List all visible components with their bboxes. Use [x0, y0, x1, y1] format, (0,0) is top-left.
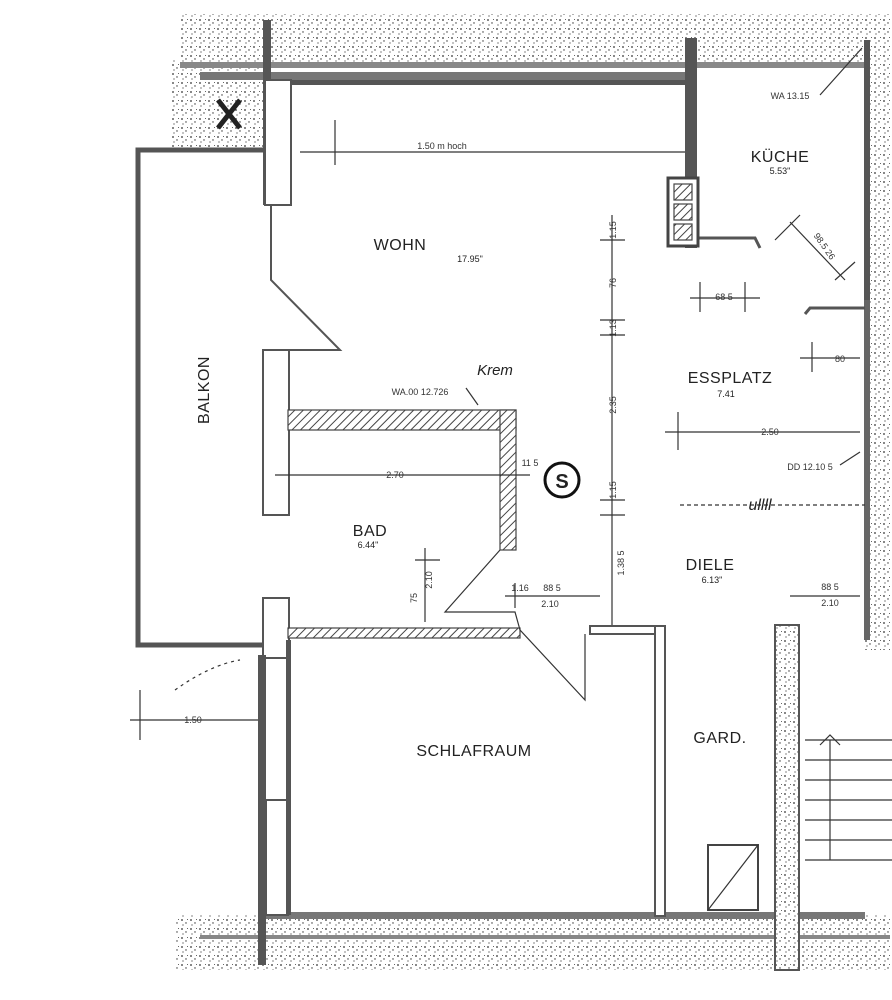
dim-210-door: 2.10	[541, 599, 559, 609]
dim-235: 2.35	[608, 396, 618, 414]
note-wohn-window: WA.00 12.726	[392, 387, 449, 397]
staircase	[805, 734, 892, 861]
dim-68: 68 5	[715, 292, 733, 302]
room-label-bad: BAD	[353, 523, 387, 540]
dim-113: 1.13	[608, 319, 618, 337]
room-area-diele: 6.13"	[702, 575, 723, 585]
room-area-wohn: 17.95"	[457, 254, 483, 264]
room-area-bad: 6.44"	[358, 540, 379, 550]
note-essplatz-window: DD 12.10 5	[787, 462, 833, 472]
dim-kueche-diag: 98.5 26	[812, 231, 837, 261]
dim-88: 88 5	[543, 583, 561, 593]
x-mark-icon	[216, 98, 242, 130]
room-label-essplatz: ESSPLATZ	[688, 370, 773, 387]
dim-150: 1.50	[184, 715, 202, 725]
room-area-essplatz: 7.41	[717, 389, 735, 399]
room-label-balkon: BALKON	[196, 356, 213, 424]
stamp-s: S	[543, 461, 581, 499]
note-wohn-window-leader	[465, 387, 479, 406]
dim-76: 76	[608, 278, 618, 288]
balkon-door-swing	[174, 659, 241, 691]
dim-138: 1.38 5	[616, 550, 626, 575]
dim-210-right: 2.10	[821, 598, 839, 608]
handwritten-note-2: ullll	[748, 497, 772, 514]
dim-80: 80	[835, 354, 845, 364]
dim-270: 2.70	[386, 470, 404, 480]
dim-75: 75	[409, 593, 419, 603]
exterior-wall-right	[864, 40, 892, 640]
dim-250: 2.50	[761, 427, 779, 437]
structural-walls	[258, 20, 892, 971]
room-label-wohn: WOHN	[374, 237, 427, 254]
dim-88-right: 88 5	[821, 582, 839, 592]
dimension-lines	[130, 120, 865, 740]
stamp-s-letter: S	[555, 471, 568, 493]
dim-115-mid: 1.15	[608, 481, 618, 499]
room-label-diele: DIELE	[686, 557, 735, 574]
wardrobe	[707, 844, 759, 911]
dim-115-top: 1.15	[608, 221, 618, 239]
dim-210-bad: 2.10	[424, 571, 434, 589]
exterior-wall-bottom	[175, 912, 892, 970]
room-area-kueche: 5.53"	[770, 166, 791, 176]
dim-116: 1.16	[511, 583, 529, 593]
dim-11-5: 11 5	[522, 458, 539, 468]
room-label-kueche: KÜCHE	[751, 148, 810, 166]
note-essplatz-window-leader	[839, 451, 861, 466]
handwritten-note-1: Krem	[477, 362, 513, 379]
room-label-schlafraum: SCHLAFRAUM	[416, 743, 531, 760]
note-kueche-window: WA 13.15	[771, 91, 810, 101]
balkon-outline	[135, 147, 263, 648]
room-label-gard: GARD.	[693, 730, 746, 747]
note-ceiling-height: 1.50 m hoch	[417, 141, 467, 151]
note-kueche-window-leader	[819, 47, 863, 96]
chimney	[666, 176, 700, 248]
